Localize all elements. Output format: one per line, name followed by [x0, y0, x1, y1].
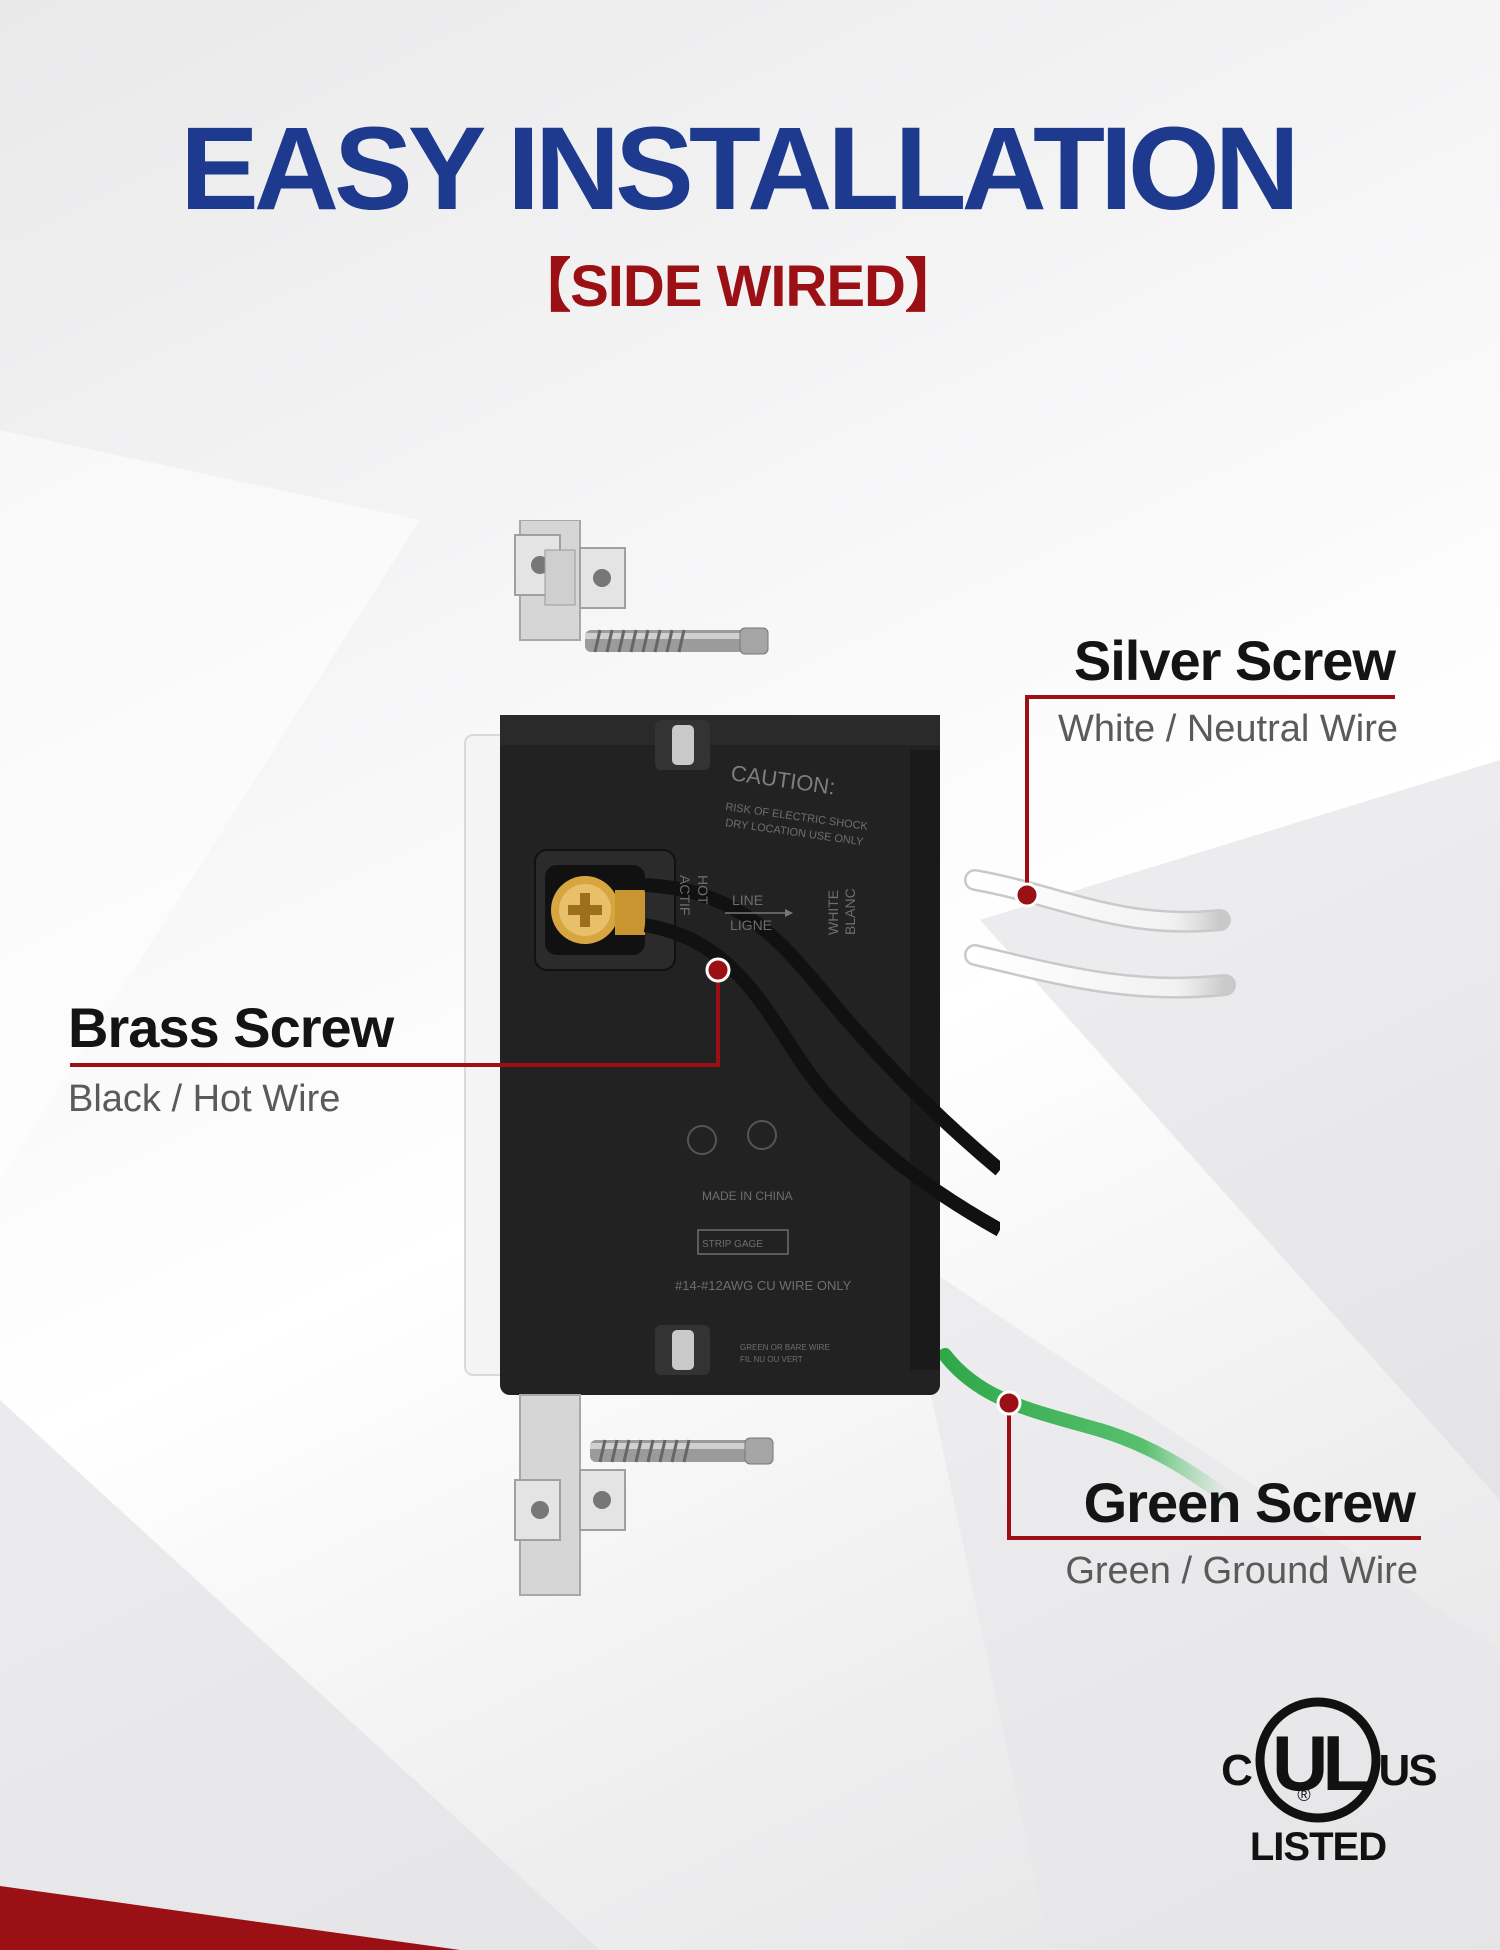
ul-us-mark: US — [1378, 1746, 1436, 1795]
brass-screw-sublabel: Black / Hot Wire — [68, 1078, 341, 1120]
bottom-accent-band — [0, 1886, 460, 1950]
wire-spec-text: #14-#12AWG CU WIRE ONLY — [675, 1278, 852, 1293]
silver-callout-line — [1025, 695, 1395, 895]
brass-callout-line — [70, 970, 720, 1067]
green-callout-dot — [996, 1390, 1022, 1416]
line-label: LINE — [732, 892, 763, 908]
active-label: ACTIF — [677, 875, 693, 915]
hot-wire-2 — [643, 918, 1000, 1237]
ul-listed-text: LISTED — [1250, 1825, 1386, 1869]
ul-mark-text: UL — [1272, 1719, 1368, 1807]
brass-screw-label: Brass Screw — [68, 996, 394, 1059]
ul-listed-mark: UL ® C US LISTED — [1221, 1697, 1438, 1869]
page-title: EASY INSTALLATION — [180, 103, 1300, 235]
made-in-text: MADE IN CHINA — [702, 1189, 793, 1203]
green-screw-label: Green Screw — [1083, 1471, 1416, 1534]
strip-gage-text: STRIP GAGE — [702, 1239, 763, 1250]
ul-c-mark: C — [1221, 1746, 1253, 1795]
blanc-label: BLANC — [842, 888, 858, 935]
bottom-mounting-strap — [514, 1394, 774, 1596]
ground-text-2: FIL NU OU VERT — [740, 1355, 803, 1364]
green-screw-sublabel: Green / Ground Wire — [1065, 1550, 1418, 1592]
brass-callout-dot — [705, 957, 731, 983]
hot-label: HOT — [695, 875, 711, 905]
ground-wire — [938, 1348, 1237, 1507]
top-mounting-strap — [514, 520, 769, 655]
ligne-label: LIGNE — [730, 917, 772, 933]
green-callout-line — [1007, 1403, 1421, 1540]
brass-screw-terminal — [534, 849, 676, 971]
silver-screw-label: Silver Screw — [1073, 629, 1396, 692]
white-label: WHITE — [825, 890, 841, 935]
ground-text-1: GREEN OR BARE WIRE — [740, 1343, 830, 1352]
ul-registered-mark: ® — [1297, 1785, 1310, 1805]
page-subtitle: 【SIDE WIRED】 — [513, 254, 963, 319]
hot-wire-1 — [644, 878, 1000, 1176]
silver-screw-sublabel: White / Neutral Wire — [1058, 708, 1398, 750]
silver-callout-dot — [1014, 882, 1040, 908]
